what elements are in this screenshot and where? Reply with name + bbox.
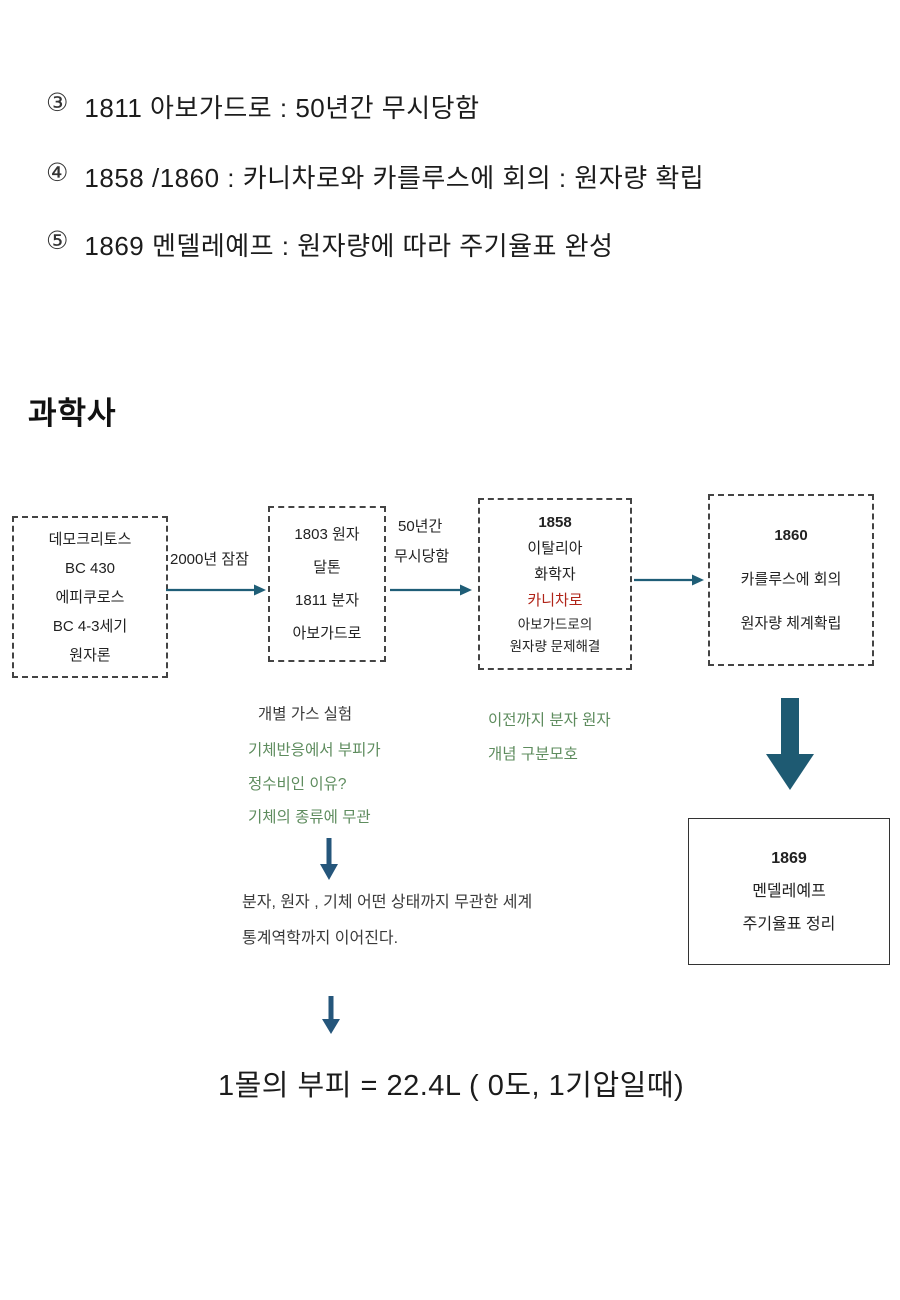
section-heading: 과학사 xyxy=(28,396,117,431)
green-note-left-3: 기체의 종류에 무관 xyxy=(248,809,371,826)
arrow2-label-line1: 50년간 xyxy=(398,518,443,535)
box-line: 멘델레예프 xyxy=(752,883,826,900)
box-line: 1811 분자 xyxy=(294,592,360,609)
green-note-left-1: 기체반응에서 부피가 xyxy=(248,742,381,759)
note-text: 1858 /1860 : 카니차로와 카를루스에 회의 : 원자량 확립 xyxy=(84,163,705,193)
green-note-right-2: 개념 구분모호 xyxy=(488,746,578,763)
box-cannizzaro: 1858 이탈리아 화학자 카니차로 아보가드로의 원자량 문제해결 xyxy=(478,498,632,670)
box-name-highlight: 카니차로 xyxy=(527,592,583,609)
arrow2-label-line2: 무시당함 xyxy=(394,548,450,565)
box-year: 1858 xyxy=(538,514,572,531)
green-note-right-1: 이전까지 분자 원자 xyxy=(488,712,611,729)
arrow-right-icon xyxy=(390,584,472,596)
circled-number-5: ⑤ xyxy=(46,226,69,255)
box-line: 원자론 xyxy=(69,646,111,664)
arrow-down-icon xyxy=(322,996,340,1034)
box-line: 1803 원자 xyxy=(294,526,360,543)
arrow-right-icon xyxy=(634,574,704,586)
arrow-down-icon xyxy=(320,838,338,880)
arrow1-label: 2000년 잠잠 xyxy=(170,551,249,568)
box-line: 주기율표 정리 xyxy=(742,916,836,933)
box-line: 화학자 xyxy=(534,566,576,583)
gas-experiment-note: 개별 가스 실험 xyxy=(258,706,353,723)
conclusion-line-1: 분자, 원자 , 기체 어떤 상태까지 무관한 세계 xyxy=(242,894,533,911)
box-karlsruhe: 1860 카를루스에 회의 원자량 체계확립 xyxy=(708,494,874,666)
box-line: 달톤 xyxy=(313,559,341,576)
block-arrow-down-icon xyxy=(766,698,814,790)
box-line: BC 4-3세기 xyxy=(52,617,128,635)
box-line: BC 430 xyxy=(64,559,116,577)
note-item-5: ⑤ 1869 멘델레예프 : 원자량에 따라 주기율표 완성 xyxy=(46,226,613,263)
arrow-right-icon xyxy=(166,584,266,596)
box-democritus: 데모크리토스 BC 430 에피쿠로스 BC 4-3세기 원자론 xyxy=(12,516,168,678)
box-line: 아보가드로 xyxy=(292,625,362,642)
conclusion-line-2: 통계역학까지 이어진다. xyxy=(242,930,399,947)
box-year: 1860 xyxy=(774,527,808,544)
final-formula: 1몰의 부피 = 22.4L ( 0도, 1기압일때) xyxy=(218,1070,685,1102)
box-line: 데모크리토스 xyxy=(48,530,132,548)
box-dalton: 1803 원자 달톤 1811 분자 아보가드로 xyxy=(268,506,386,662)
green-note-left-2: 정수비인 이유? xyxy=(248,776,347,793)
box-line: 이탈리아 xyxy=(527,540,583,557)
box-mendeleev: 1869 멘델레예프 주기율표 정리 xyxy=(688,818,890,965)
box-line: 아보가드로의 xyxy=(517,617,593,632)
note-text: 1811 아보가드로 : 50년간 무시당함 xyxy=(84,93,480,123)
circled-number-3: ③ xyxy=(46,88,69,117)
box-line: 카를루스에 회의 xyxy=(740,571,842,588)
note-item-4: ④ 1858 /1860 : 카니차로와 카를루스에 회의 : 원자량 확립 xyxy=(46,158,704,195)
box-line: 에피쿠로스 xyxy=(55,588,125,606)
note-item-3: ③ 1811 아보가드로 : 50년간 무시당함 xyxy=(46,88,480,125)
box-line: 원자량 체계확립 xyxy=(740,615,842,632)
note-text: 1869 멘델레예프 : 원자량에 따라 주기율표 완성 xyxy=(84,231,614,261)
circled-number-4: ④ xyxy=(46,158,69,187)
box-year: 1869 xyxy=(771,850,807,867)
box-line: 원자량 문제해결 xyxy=(509,639,601,654)
